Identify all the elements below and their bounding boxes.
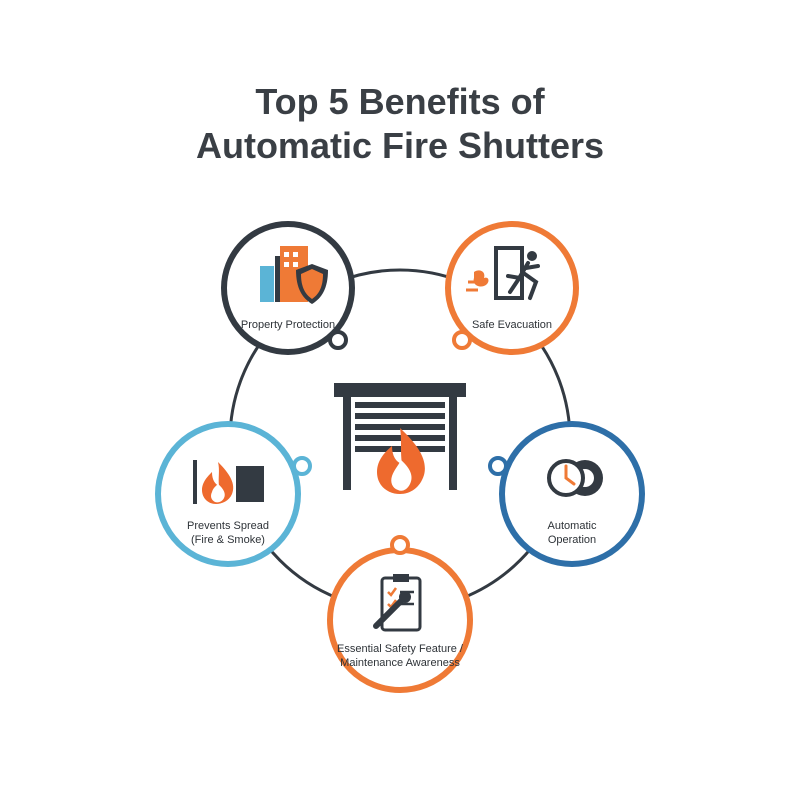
- fire-wall-icon: [193, 460, 264, 504]
- title-line-1: Top 5 Benefits of: [255, 81, 545, 122]
- running-exit-icon: [466, 246, 540, 300]
- title-line-2: Automatic Fire Shutters: [195, 125, 605, 166]
- node-property-protection: [221, 221, 355, 355]
- label-safe-evacuation: Safe Evacuation: [471, 319, 553, 331]
- clock-gear-icon: [547, 459, 603, 497]
- label-essential-safety: Essential Safety Feature / Maintenance A…: [337, 643, 463, 669]
- node-essential-safety: [327, 535, 473, 693]
- fire-shutter-icon: [334, 383, 466, 494]
- label-prevents-spread: Prevents Spread (Fire & Smoke): [187, 520, 269, 546]
- clipboard-wrench-icon: [373, 574, 422, 632]
- node-automatic-operation: [488, 421, 645, 567]
- label-property-protection: Property Protection: [240, 319, 336, 331]
- node-safe-evacuation: [445, 221, 579, 355]
- label-automatic-operation: Automatic Operation: [547, 520, 597, 546]
- building-shield-icon: [260, 246, 328, 304]
- page-title: Top 5 Benefits of Automatic Fire Shutter…: [0, 80, 800, 168]
- node-prevents-spread: [155, 421, 312, 567]
